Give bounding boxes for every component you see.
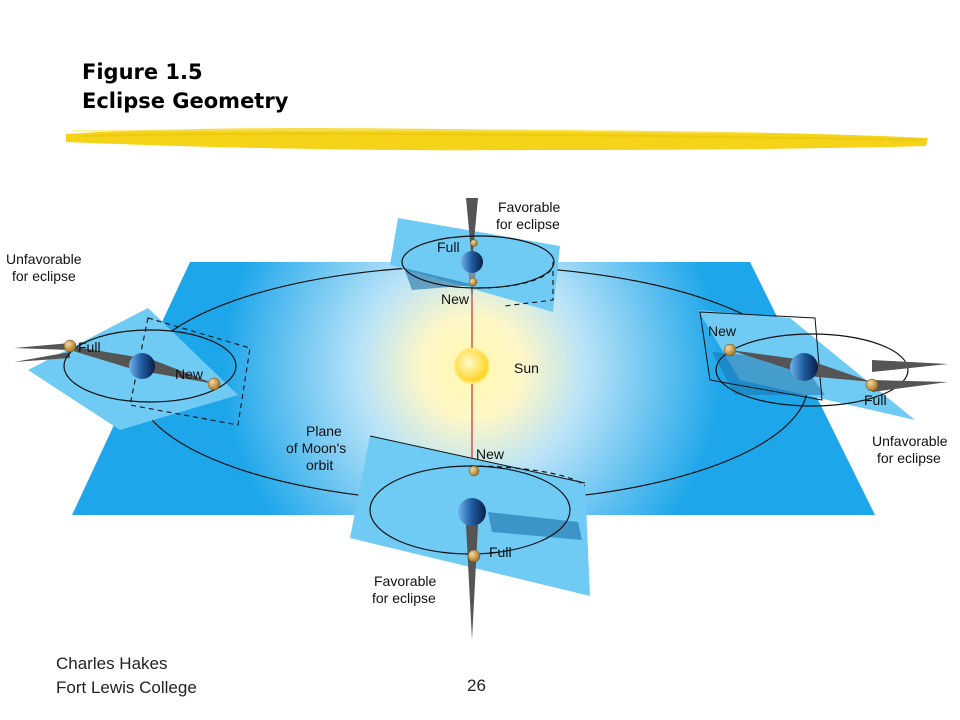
- left-orbit-outline: [129, 317, 251, 426]
- shadow-cone-right-lower: [872, 380, 948, 392]
- right-orbit-group: [698, 310, 948, 420]
- earth-icon: [458, 498, 486, 526]
- label-plane-3: orbit: [306, 457, 333, 473]
- earth-icon: [129, 353, 155, 379]
- bottom-orbit-group: [350, 435, 590, 640]
- label-unfavorable-right-2: for eclipse: [877, 450, 941, 466]
- moon-icon: [467, 549, 481, 563]
- label-unfavorable-left-2: for eclipse: [12, 268, 76, 284]
- earth-icon: [461, 251, 483, 273]
- earth-icon: [790, 353, 818, 381]
- left-cone-right: [148, 358, 215, 384]
- label-unfavorable-right-1: Unfavorable: [872, 433, 948, 449]
- label-new-bottom: New: [476, 446, 505, 462]
- moon-icon: [723, 343, 737, 357]
- footer-credit: Charles Hakes Fort Lewis College: [56, 652, 197, 700]
- label-favorable-top-2: for eclipse: [496, 216, 560, 232]
- right-cone: [808, 360, 872, 382]
- moon-icon: [468, 277, 478, 287]
- moon-icon: [470, 239, 478, 247]
- label-favorable-bottom-1: Favorable: [374, 573, 436, 589]
- label-plane-1: Plane: [306, 423, 342, 439]
- page-number: 26: [467, 676, 486, 695]
- label-new-top: New: [441, 291, 470, 307]
- moon-icon: [865, 378, 879, 392]
- label-full-bottom: Full: [489, 544, 512, 560]
- top-orbit-group: [390, 198, 560, 312]
- label-new-right: New: [708, 323, 737, 339]
- label-favorable-bottom-2: for eclipse: [372, 590, 436, 606]
- footer-author: Charles Hakes: [56, 654, 168, 673]
- shadow-cone-right-upper: [872, 360, 948, 372]
- figure-name: Eclipse Geometry: [82, 89, 289, 113]
- label-sun: Sun: [514, 360, 539, 376]
- bottom-orbit-shadow: [488, 512, 582, 540]
- moon-icon: [63, 339, 77, 353]
- left-orbit-group: [14, 308, 251, 430]
- sun-icon: [454, 348, 490, 384]
- moon-orbit-right: [715, 333, 909, 407]
- shadow-cone-left-lower: [14, 352, 70, 362]
- label-new-left: New: [175, 366, 204, 382]
- left-penumbra: [70, 346, 142, 372]
- moon-icon: [468, 465, 480, 477]
- moon-icon: [207, 377, 221, 391]
- label-unfavorable-left-1: Unfavorable: [6, 251, 82, 267]
- right-orbit-outline: [699, 311, 823, 401]
- label-favorable-top-1: Favorable: [498, 199, 560, 215]
- label-plane-2: of Moon's: [286, 440, 346, 456]
- figure-number: Figure 1.5: [82, 60, 203, 84]
- right-penumbra: [730, 350, 804, 374]
- title-underline: [66, 128, 928, 151]
- label-full-left: Full: [78, 339, 101, 355]
- shadow-cone-left-upper: [14, 343, 70, 350]
- ecliptic-plane: [72, 262, 875, 515]
- shadow-cone-bottom: [466, 525, 478, 640]
- figure-title: Figure 1.5 Eclipse Geometry: [82, 58, 288, 116]
- label-full-top: Full: [437, 239, 460, 255]
- moon-orbit-left: [63, 329, 237, 403]
- top-orbit-shadow: [404, 268, 475, 290]
- shadow-cone-top: [466, 198, 478, 262]
- footer-institution: Fort Lewis College: [56, 678, 197, 697]
- label-full-right: Full: [864, 392, 887, 408]
